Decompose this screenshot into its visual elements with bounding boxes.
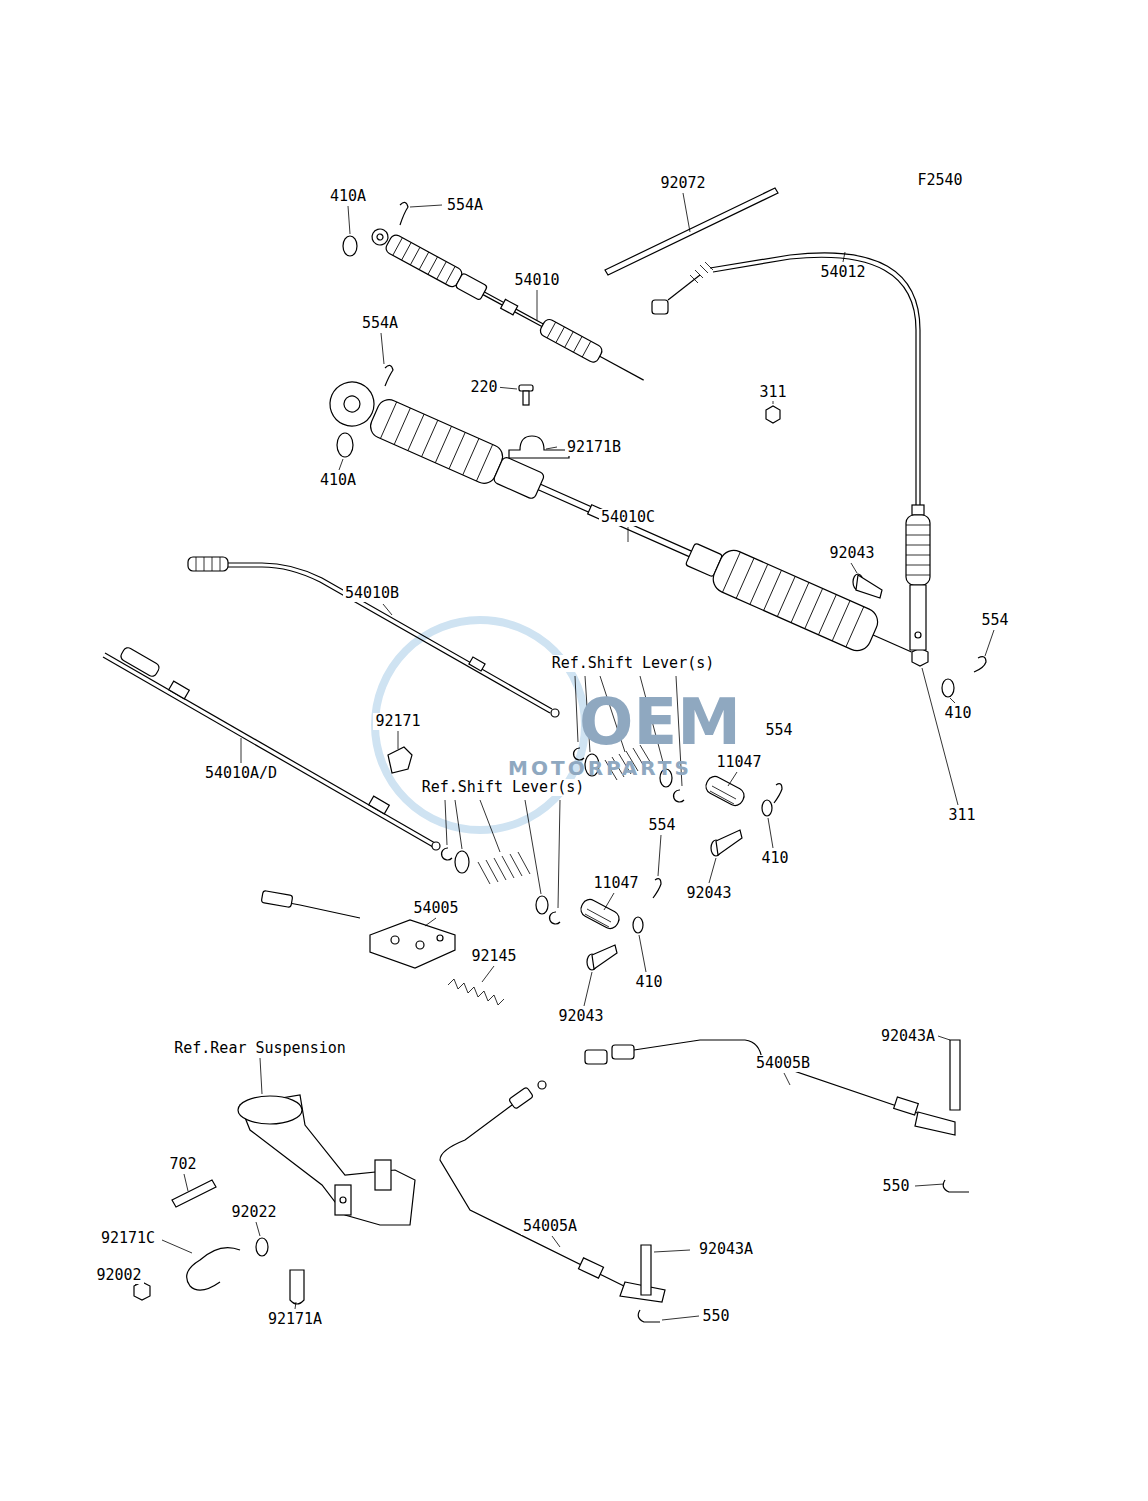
clip bbox=[388, 747, 412, 773]
cable-54010b bbox=[188, 557, 559, 717]
callout-number: 11047 bbox=[714, 754, 763, 771]
washer bbox=[942, 679, 954, 697]
callout-number: 311 bbox=[757, 384, 788, 401]
callout-number: 92145 bbox=[469, 948, 518, 965]
callout-number: 11047 bbox=[591, 875, 640, 892]
lever-plate bbox=[578, 774, 782, 970]
callout-number: 54005A bbox=[521, 1218, 579, 1235]
callout-number: 54005 bbox=[411, 900, 460, 917]
callout-number: 550 bbox=[880, 1178, 911, 1195]
bracket-54005 bbox=[261, 890, 504, 1005]
callout-number: 220 bbox=[468, 379, 499, 396]
clip bbox=[974, 657, 986, 672]
callout-number: 311 bbox=[946, 807, 977, 824]
callout-number: 92043A bbox=[697, 1241, 755, 1258]
callout-number: 54010C bbox=[599, 509, 657, 526]
washer bbox=[337, 433, 353, 457]
callout-number: 410 bbox=[633, 974, 664, 991]
cable-54005a bbox=[440, 1081, 665, 1322]
ref-bracket bbox=[445, 800, 560, 908]
callout-number: 554A bbox=[360, 315, 400, 332]
callout-number: 554 bbox=[646, 817, 677, 834]
callout-number: 54010 bbox=[512, 272, 561, 289]
rod bbox=[172, 1180, 216, 1207]
callout-number: 410 bbox=[942, 705, 973, 722]
callout-number: 550 bbox=[700, 1308, 731, 1325]
callout-number: 554A bbox=[445, 197, 485, 214]
clip bbox=[290, 1270, 304, 1304]
tie-strap bbox=[605, 188, 778, 275]
callout-number: 702 bbox=[167, 1156, 198, 1173]
callout-number: 92171A bbox=[266, 1311, 324, 1328]
callout-number: 92043 bbox=[684, 885, 733, 902]
figure-code: F2540 bbox=[915, 172, 964, 189]
callout-number: 92171B bbox=[565, 439, 623, 456]
watermark: MOTORPARTS bbox=[506, 757, 694, 779]
nut bbox=[766, 406, 780, 423]
washer bbox=[343, 236, 357, 256]
watermark: OEM bbox=[577, 689, 743, 755]
callout-number: 54010B bbox=[343, 585, 401, 602]
callout-number: 92171 bbox=[373, 713, 422, 730]
cable-54010ad bbox=[103, 646, 440, 850]
clamp bbox=[509, 436, 569, 458]
callout-number: 92043A bbox=[879, 1028, 937, 1045]
callout-number: 54005B bbox=[754, 1055, 812, 1072]
cable-54012 bbox=[652, 253, 930, 650]
callout-number: 92002 bbox=[94, 1267, 143, 1284]
washer bbox=[256, 1238, 268, 1256]
callout-number: 410 bbox=[759, 850, 790, 867]
callout-number: 54010A/D bbox=[203, 765, 279, 782]
cable-54005b bbox=[585, 1040, 969, 1192]
nut bbox=[912, 648, 928, 666]
screw bbox=[519, 385, 533, 405]
callout-number: 554 bbox=[979, 612, 1010, 629]
callout-number: 92072 bbox=[658, 175, 707, 192]
callout-number: 410A bbox=[328, 188, 368, 205]
callout-number: 92022 bbox=[229, 1204, 278, 1221]
callout-number: 410A bbox=[318, 472, 358, 489]
reference-note: Ref.Shift Lever(s) bbox=[420, 779, 587, 796]
cable-54010c bbox=[323, 375, 920, 672]
callout-number: 92043 bbox=[556, 1008, 605, 1025]
clip bbox=[385, 365, 393, 386]
bolt bbox=[134, 1282, 150, 1300]
callout-number: 92171C bbox=[99, 1230, 157, 1247]
reference-note: Ref.Rear Suspension bbox=[172, 1040, 348, 1057]
clip bbox=[400, 202, 408, 225]
cable-54010 bbox=[368, 224, 648, 389]
callout-number: 54012 bbox=[818, 264, 867, 281]
leader-line bbox=[132, 193, 994, 1320]
reference-note: Ref.Shift Lever(s) bbox=[550, 655, 717, 672]
pin bbox=[853, 574, 882, 598]
callout-number: 554 bbox=[763, 722, 794, 739]
wire-clip bbox=[187, 1248, 240, 1291]
callout-number: 92043 bbox=[827, 545, 876, 562]
